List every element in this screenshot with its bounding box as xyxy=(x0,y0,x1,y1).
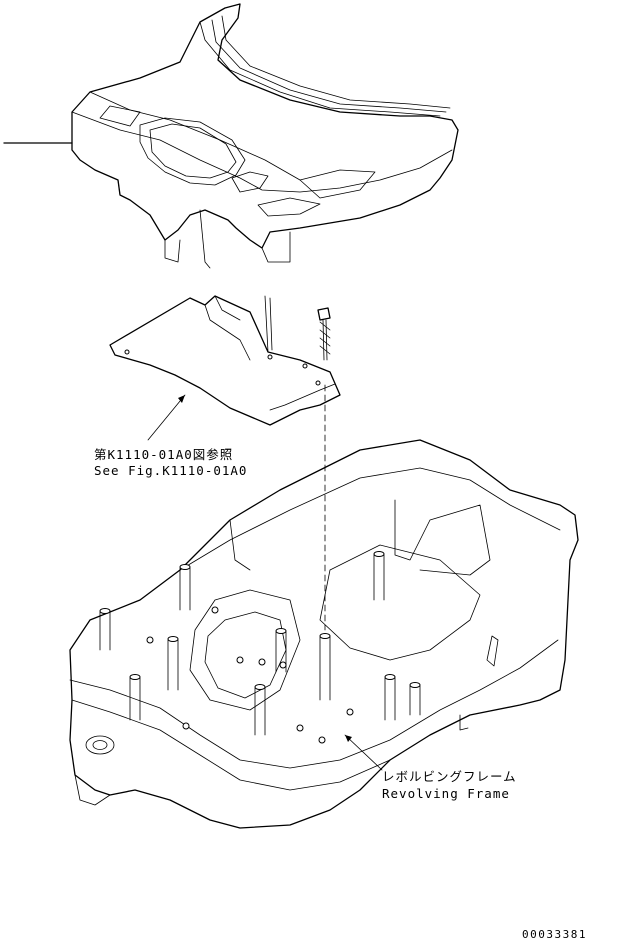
frame-callout-en: Revolving Frame xyxy=(382,786,510,801)
frame-callout-jp: レボルビングフレーム xyxy=(382,769,517,784)
reference-callout-jp: 第K1110-01A0図参照 xyxy=(94,447,234,462)
bracket-plate-part xyxy=(109,295,341,631)
floor-cover-part xyxy=(3,3,459,269)
reference-callout-en: See Fig.K1110-01A0 xyxy=(94,463,248,478)
frame-holes xyxy=(146,606,354,744)
drawing-number: 00033381 xyxy=(522,928,587,941)
revolving-frame-part xyxy=(69,439,579,829)
frame-posts xyxy=(99,551,421,736)
